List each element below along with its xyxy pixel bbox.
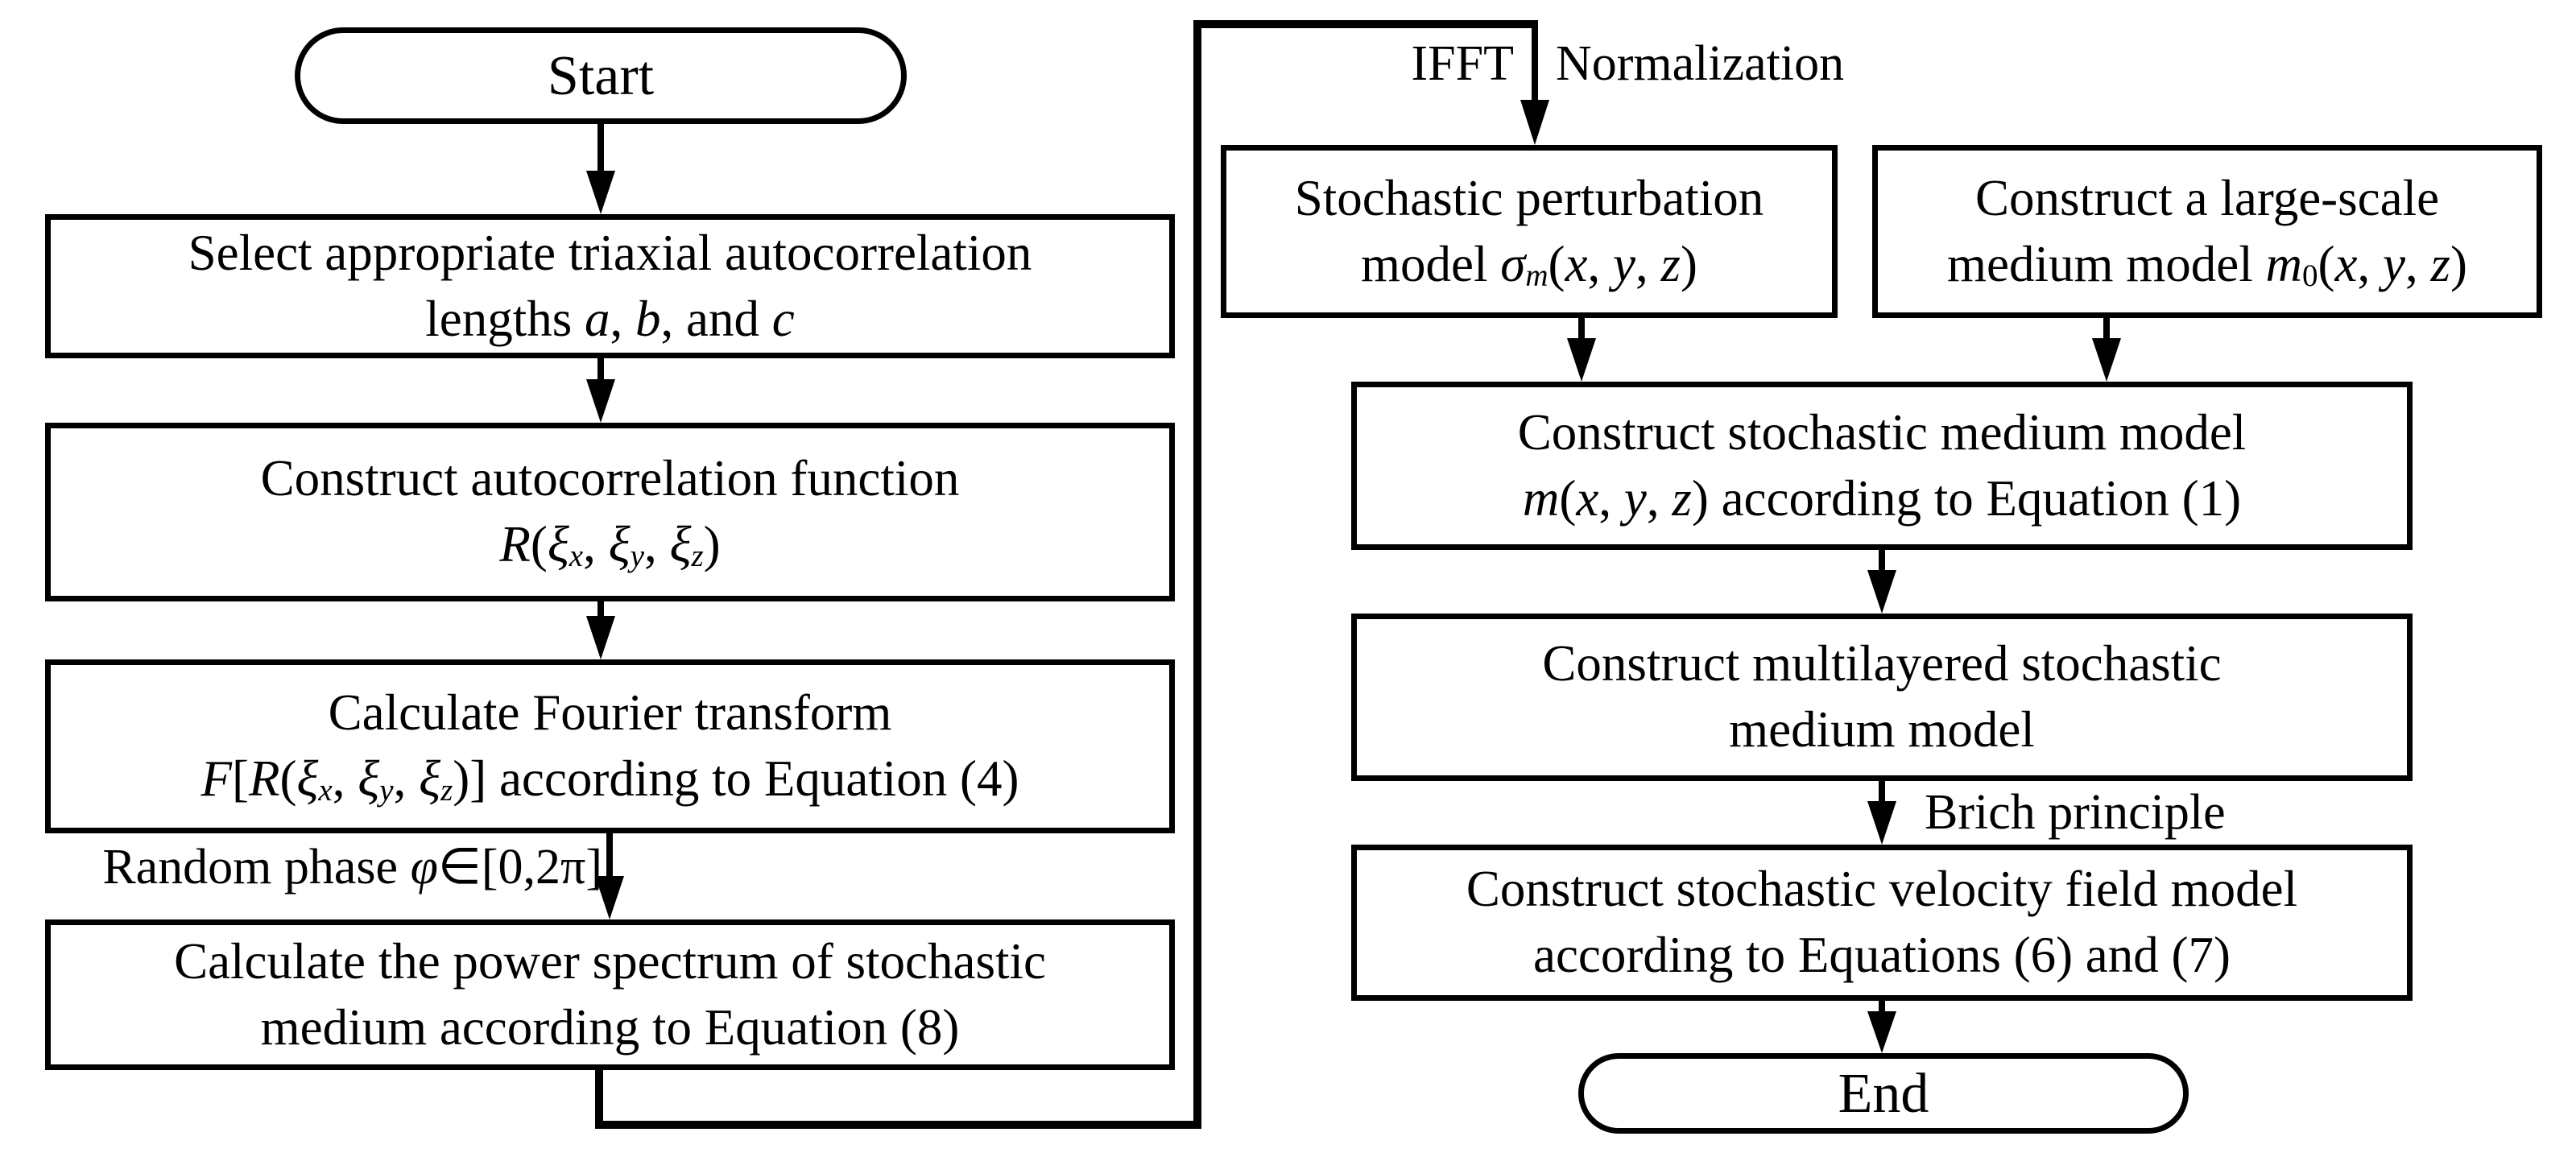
node-velocity-field: Construct stochastic velocity field mode… xyxy=(1351,845,2413,1001)
node-select-lengths: Select appropriate triaxial autocorrelat… xyxy=(45,214,1175,358)
arrow-head xyxy=(1867,1011,1896,1053)
edge-label-random-phase: Random phase φ∈[0,2π] xyxy=(102,840,602,895)
arrow-velocity-to-end xyxy=(1867,1001,1896,1053)
edge-label-brich-principle: Brich principle xyxy=(1925,785,2226,840)
node-start: Start xyxy=(295,27,907,124)
arrow-head xyxy=(1567,338,1596,382)
arrow-head xyxy=(586,616,615,659)
arrow-head xyxy=(1867,570,1896,614)
arrow-ifft-normalization xyxy=(1520,24,1549,145)
node-power-spectrum: Calculate the power spectrum of stochast… xyxy=(45,919,1175,1070)
edge-label-ifft: IFFT xyxy=(1411,36,1514,91)
node-end: End xyxy=(1578,1053,2189,1134)
arrow-perturbation-to-medium xyxy=(1567,318,1596,382)
arrow-medium-to-multilayer xyxy=(1867,550,1896,614)
arrow-head xyxy=(595,876,624,919)
edge-label-normalization: Normalization xyxy=(1556,36,1845,91)
arrow-head xyxy=(1867,801,1896,845)
arrow-head xyxy=(586,171,615,214)
arrow-head xyxy=(2092,338,2121,382)
arrow-autocorrelation-to-fourier xyxy=(586,601,615,659)
arrow-head xyxy=(1520,100,1549,145)
arrow-select-to-autocorrelation xyxy=(586,358,615,423)
arrow-fourier-to-power xyxy=(595,833,624,919)
arrow-largescale-to-medium xyxy=(2092,318,2121,382)
connector-power-to-perturbation xyxy=(595,20,1538,1129)
arrow-start-to-select xyxy=(586,124,615,214)
arrow-head xyxy=(586,379,615,423)
arrow-multilayer-to-velocity xyxy=(1867,781,1896,845)
